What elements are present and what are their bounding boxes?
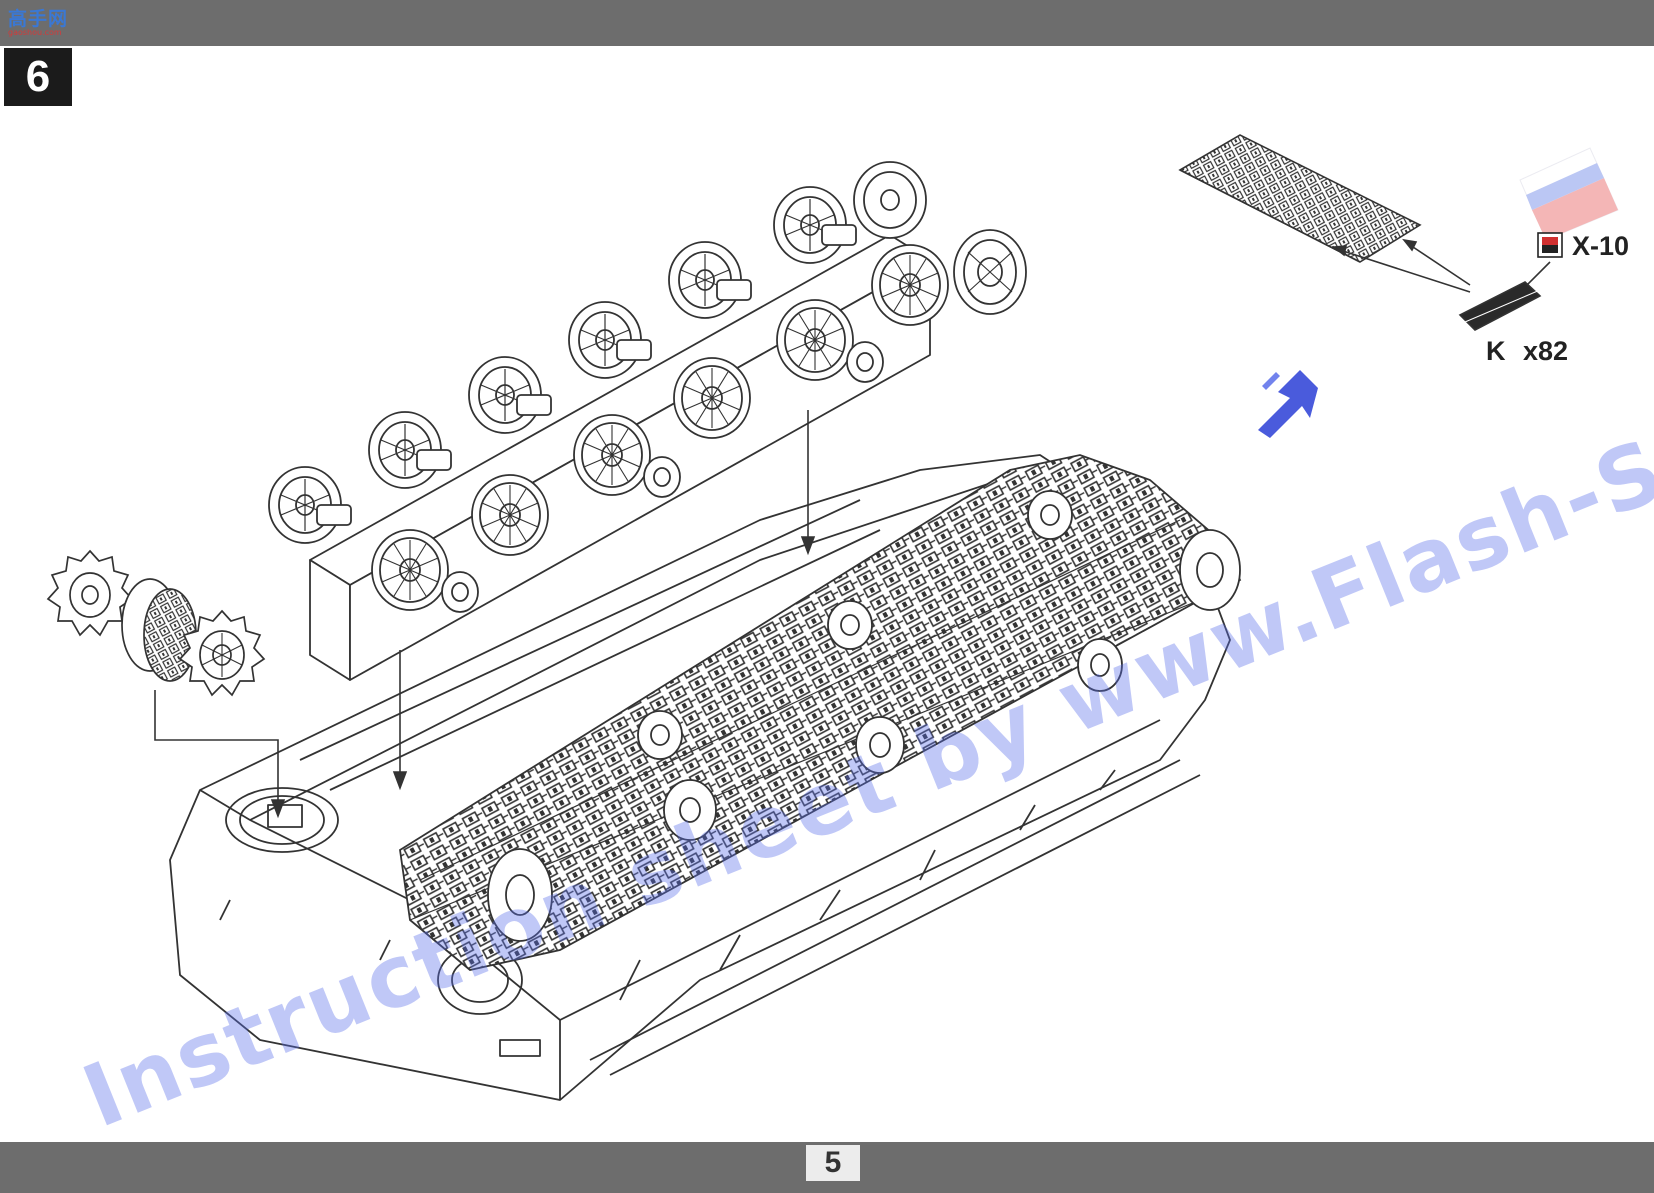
- russian-flag-watermark: [1519, 147, 1619, 241]
- assembly-arrows: [154, 410, 816, 819]
- header-bar: [0, 0, 1654, 46]
- direction-arrow-icon: [1258, 370, 1318, 438]
- track-part-quantity: x82: [1523, 336, 1569, 366]
- tool-icon: [1537, 232, 1563, 258]
- track-part-letter: K: [1486, 336, 1506, 366]
- step-number-badge: 6: [4, 48, 72, 106]
- track-part-label: K x82: [1486, 336, 1568, 367]
- site-logo-url: gaoshou.com: [8, 28, 62, 37]
- track-run: [399, 454, 1242, 971]
- track-link-detail: [1178, 134, 1551, 331]
- drive-sprocket: [46, 549, 266, 697]
- page-number: 5: [806, 1145, 860, 1181]
- road-wheels-front: [371, 229, 1027, 613]
- tool-code-label: X-10: [1572, 231, 1630, 261]
- site-logo: 高手网 gaoshou.com: [6, 4, 72, 38]
- site-logo-text: 高手网: [8, 8, 69, 30]
- road-wheels-back: [268, 161, 927, 544]
